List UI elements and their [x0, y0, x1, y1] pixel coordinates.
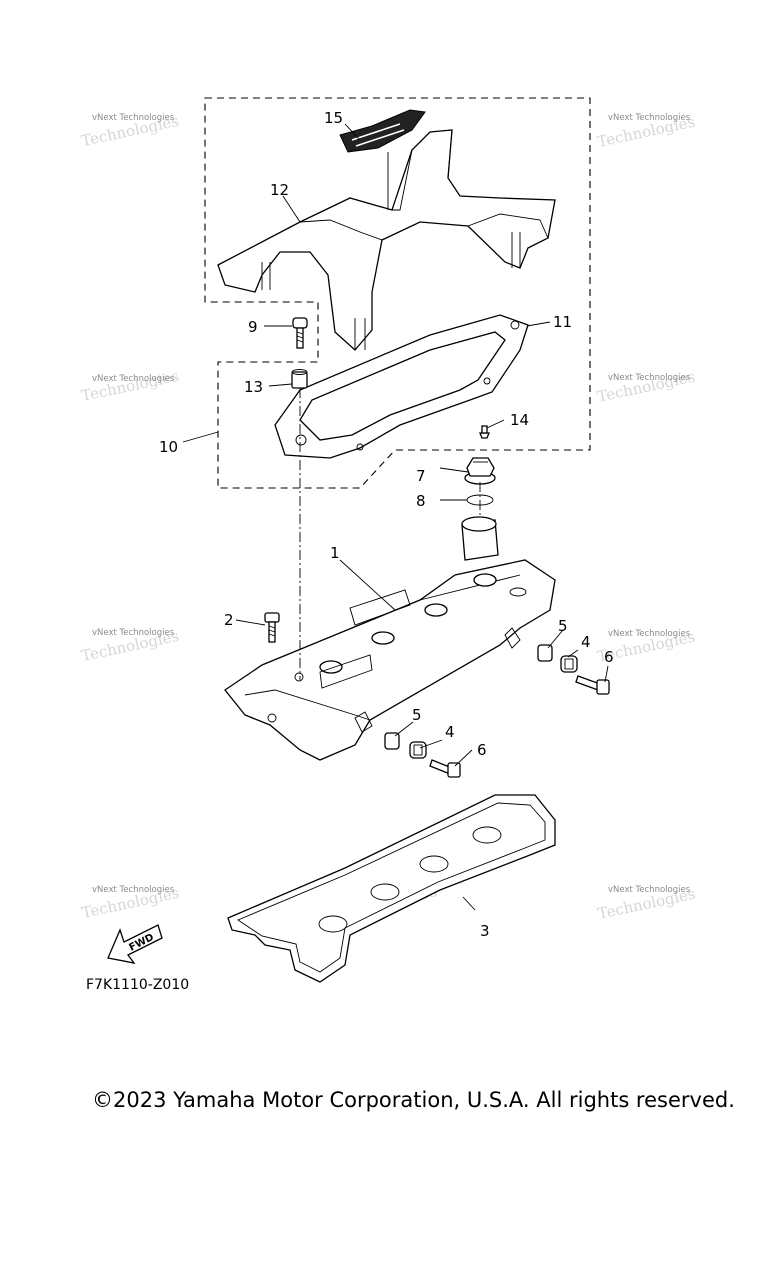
bolt-6-lower: [429, 759, 461, 778]
callout-5: 5: [558, 617, 568, 635]
callout-2: 2: [224, 611, 234, 629]
fwd-arrow-icon: FWD: [107, 924, 163, 964]
assembly-boundary: [204, 97, 591, 489]
screw-14: [479, 425, 490, 439]
watermark: Technologies vNext Technologies: [80, 884, 181, 922]
svg-text:vNext Technologies: vNext Technologies: [608, 885, 691, 895]
figure-code: F7K1110-Z010: [86, 977, 190, 993]
copyright-notice: ©2023 Yamaha Motor Corporation, U.S.A. A…: [92, 1088, 735, 1112]
callout-15: 15: [324, 109, 343, 127]
oil-cap-7: [464, 457, 496, 485]
watermark: Technologies vNext Technologies: [596, 885, 697, 923]
callout-4: 4: [445, 723, 455, 741]
svg-text:vNext Technologies: vNext Technologies: [92, 628, 175, 638]
bolt-9: [292, 317, 308, 349]
callout-14: 14: [510, 411, 529, 429]
callout-1: 1: [330, 544, 340, 562]
callout-5: 5: [412, 706, 422, 724]
watermark: Technologies vNext Technologies: [80, 627, 181, 665]
callout-3: 3: [480, 922, 490, 940]
callout-6: 6: [477, 741, 487, 759]
svg-text:vNext Technologies: vNext Technologies: [92, 113, 175, 123]
watermark: Technologies vNext Technologies: [80, 367, 181, 405]
callout-11: 11: [553, 313, 572, 331]
emblem-decal: [339, 109, 426, 153]
watermark: Technologies vNext Technologies: [596, 113, 697, 151]
collar-13: [291, 369, 308, 389]
bracket-frame: [274, 314, 529, 459]
grommet-5-upper: [537, 644, 553, 662]
watermark: Technologies vNext Technologies: [596, 368, 697, 406]
svg-text:vNext Technologies: vNext Technologies: [608, 113, 691, 123]
svg-text:vNext Technologies: vNext Technologies: [92, 374, 175, 384]
gasket-3: [227, 794, 556, 983]
washer-4-upper: [560, 655, 578, 673]
callout-4: 4: [581, 633, 591, 651]
callout-10: 10: [159, 438, 178, 456]
callout-8: 8: [416, 492, 426, 510]
callout-12: 12: [270, 181, 289, 199]
grommet-5-lower: [384, 732, 400, 750]
callout-6: 6: [604, 648, 614, 666]
parts-diagram: Technologies vNext Technologies Technolo…: [80, 97, 697, 983]
callout-7: 7: [416, 467, 426, 485]
svg-text:Technologies: Technologies: [80, 367, 181, 405]
callout-13: 13: [244, 378, 263, 396]
top-cover: [217, 129, 556, 351]
svg-text:vNext Technologies: vNext Technologies: [608, 373, 691, 383]
callout-9: 9: [248, 318, 258, 336]
bolt-2: [264, 612, 280, 643]
bolt-6-upper: [575, 675, 610, 695]
svg-text:vNext Technologies: vNext Technologies: [608, 629, 691, 639]
svg-text:vNext Technologies: vNext Technologies: [92, 885, 175, 895]
watermark: Technologies vNext Technologies: [80, 112, 181, 150]
washer-4-lower: [409, 741, 427, 759]
cylinder-head-cover: [224, 516, 556, 761]
